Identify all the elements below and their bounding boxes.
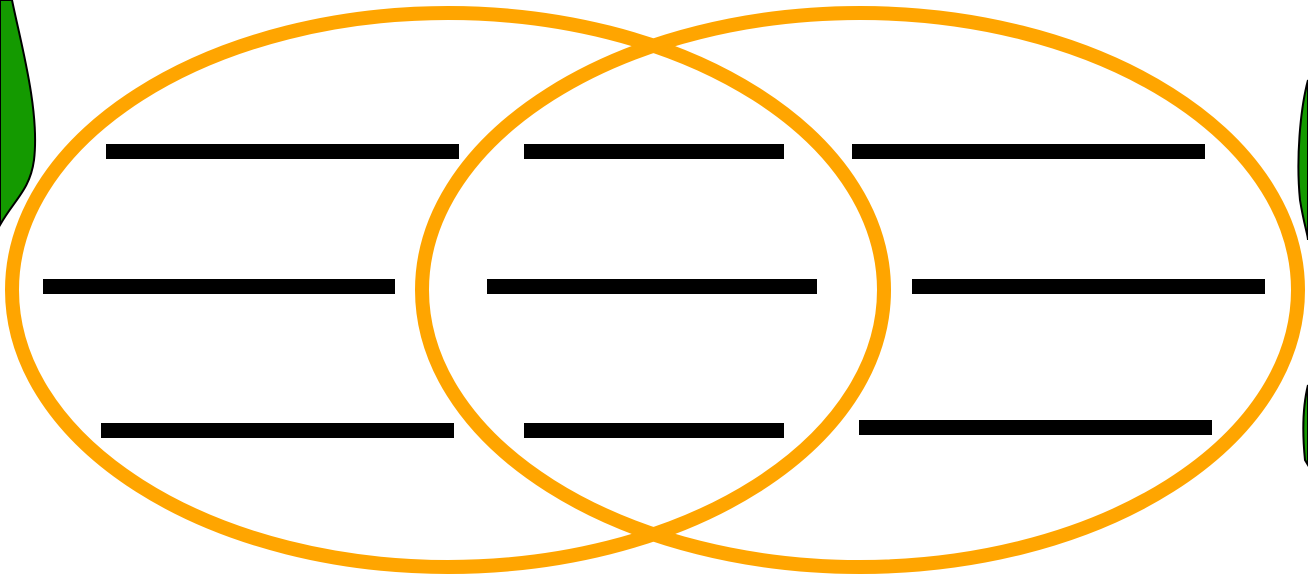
- overlap-line-3[interactable]: [524, 423, 784, 438]
- right-line-2[interactable]: [912, 279, 1265, 294]
- overlap-region-lines: [487, 144, 817, 438]
- left-line-3[interactable]: [101, 423, 454, 438]
- right-region-lines: [852, 144, 1265, 435]
- left-region-lines: [43, 144, 459, 438]
- right-line-1[interactable]: [852, 144, 1205, 159]
- right-line-3[interactable]: [859, 420, 1212, 435]
- left-line-1[interactable]: [106, 144, 459, 159]
- overlap-line-1[interactable]: [524, 144, 784, 159]
- overlap-line-2[interactable]: [487, 279, 817, 294]
- left-leaf-icon: [0, 0, 35, 225]
- left-line-2[interactable]: [43, 279, 395, 294]
